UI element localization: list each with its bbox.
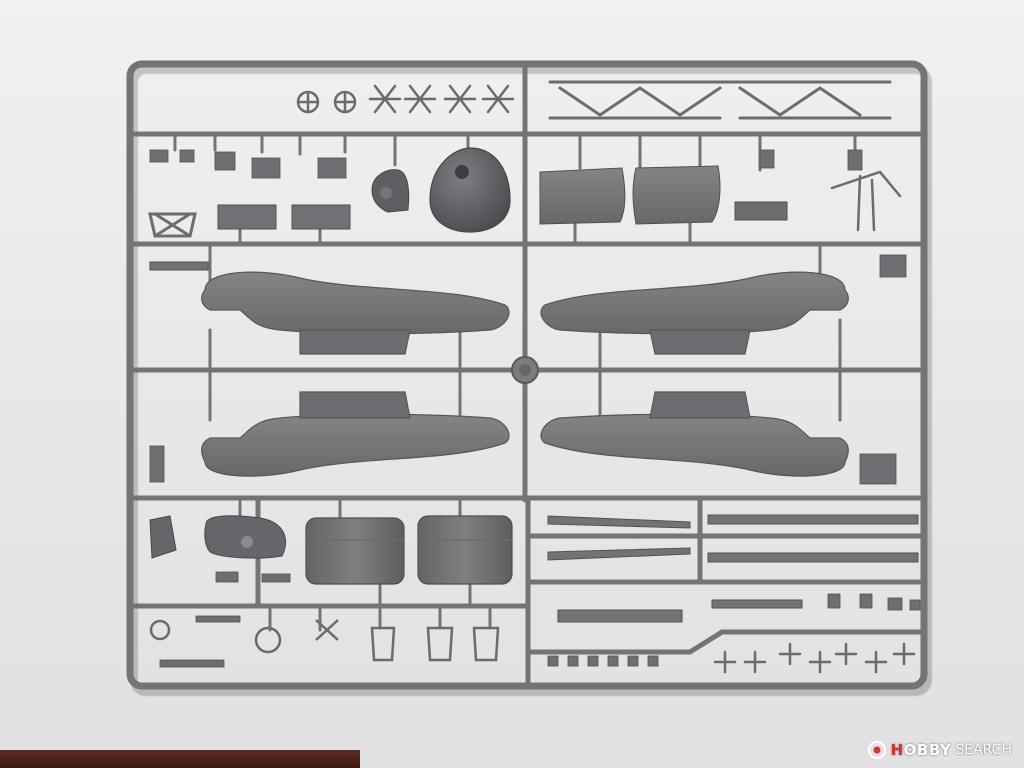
x-frames-top (368, 84, 515, 114)
watermark-search: SEARCH (955, 742, 1012, 758)
strut-parts (148, 80, 892, 238)
frame-parts-bottom (315, 619, 500, 662)
fuselage-half-lower-left (201, 413, 510, 477)
frame-shadow (130, 66, 932, 696)
cross-parts (713, 642, 916, 674)
sprue-center-hub (511, 356, 539, 384)
landing-gear-bits (830, 170, 902, 232)
small-blocks-bottom (547, 655, 659, 667)
fuselage-half-lower-right (540, 413, 849, 477)
table-edge (0, 750, 360, 768)
hobby-search-watermark: HOBBY SEARCH (867, 738, 1012, 762)
sprue-gates (173, 132, 857, 632)
small-bits (149, 149, 921, 668)
small-panels-upper-left (149, 204, 351, 271)
watermark-brand-h: H (890, 741, 904, 759)
small-dome-part (371, 169, 410, 213)
cowl-panels (539, 165, 788, 225)
fuselage-half-upper-right (540, 271, 849, 335)
sprue-runners (129, 63, 925, 687)
ring-parts (149, 90, 357, 654)
fuselage-half-upper-left (201, 271, 510, 335)
long-strips (547, 514, 919, 623)
engine-nacelle (149, 515, 286, 559)
fuel-tanks (305, 515, 513, 585)
watermark-brand-obby: OBBY (903, 741, 952, 759)
fuselage-halves (201, 271, 849, 477)
hobby-search-logo-icon (867, 741, 886, 759)
watermark-brand: HOBBY (891, 741, 952, 759)
turret-dome (429, 147, 511, 233)
